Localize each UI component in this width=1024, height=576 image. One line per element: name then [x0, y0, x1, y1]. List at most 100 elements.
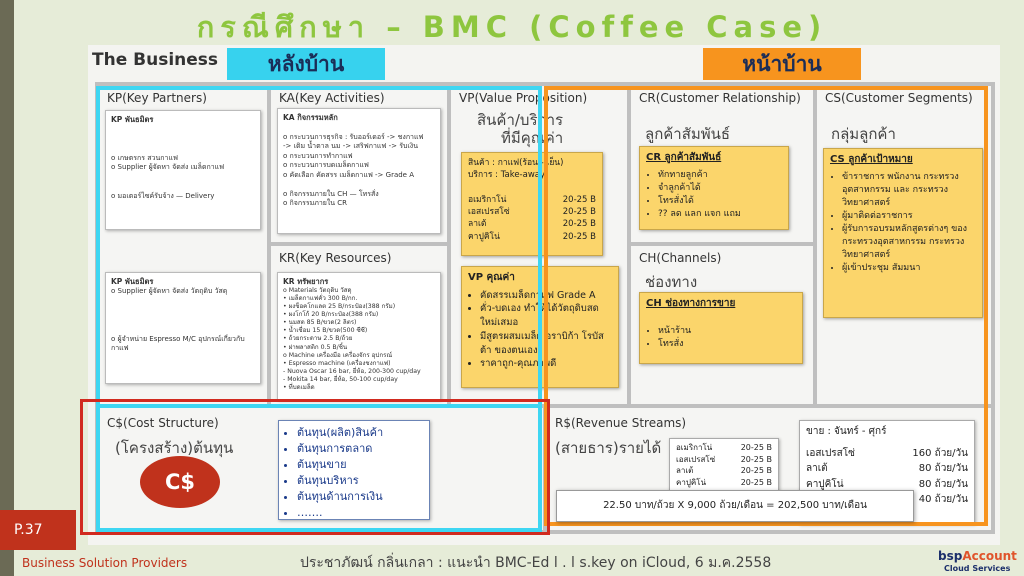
list-item: • Espresso machine (เครื่องชงกาแฟ)	[283, 359, 391, 367]
list-item: ทักทายลูกค้า	[658, 169, 782, 182]
back-office-zone-cost	[96, 404, 542, 532]
cell-customer-relationship: CR(Customer Relationship) ลูกค้าสัมพันธ์…	[631, 86, 813, 242]
front-office-zone	[544, 86, 988, 526]
cell-title: CR(Customer Relationship)	[639, 91, 801, 105]
list-item: ผู้มาติดต่อราชการ	[842, 210, 976, 223]
list-item: …….	[297, 505, 423, 521]
list-item: ?? ลด แลก แจก แถม	[658, 208, 782, 221]
price-row: อเมริกาโน่20-25 B	[676, 443, 772, 452]
box-head: KP พันธมิตร	[111, 277, 154, 286]
product-row: เอสเปรสโซ่20-25 B	[468, 206, 596, 217]
sales-row: 40 ถ้วย/วัน	[918, 494, 968, 505]
list-item: o มอเตอร์ไซค์รับจ้าง — Delivery	[111, 191, 215, 200]
cell-key-partners: KP(Key Partners) KP พันธมิตร o เกษตรกร ส…	[99, 86, 267, 404]
cell-customer-segments: CS(Customer Segments) กลุ่มลูกค้า CS ลูก…	[817, 86, 991, 404]
list-item: • ถ้วยกระดาษ 2.5 B/ถ้วย	[283, 335, 353, 343]
price-row: คาปูคิโน่20-25 B	[676, 477, 772, 487]
back-office-zone	[96, 86, 542, 408]
kp-box-1: KP พันธมิตร o เกษตรกร สวนกาแฟ o Supplier…	[105, 110, 261, 230]
slide-title: กรณีศึกษา – BMC (Coffee Case)	[196, 10, 828, 44]
page-number-badge: P.37	[0, 510, 76, 550]
canvas-title: The Business	[92, 50, 219, 70]
cell-title: KR(Key Resources)	[279, 251, 392, 265]
cell-title: C$(Cost Structure)	[107, 416, 219, 430]
cs-big-label: กลุ่มลูกค้า	[831, 125, 896, 143]
product-row: คาปูคิโน่20-25 B	[468, 231, 596, 242]
list-item: ต้นทุนบริหาร	[297, 473, 423, 489]
list-item: ราคาถูก-คุณภาพดี	[480, 357, 612, 371]
box-head: CR ลูกค้าสัมพันธ์	[646, 152, 722, 163]
cell-key-resources: KR(Key Resources) KR ทรัพยากร o Material…	[271, 246, 447, 404]
list-item: ผู้รับการอบรมหลักสูตรต่างๆ ของ กระทรวงอุ…	[842, 223, 976, 262]
list-item: ต้นทุนขาย	[297, 457, 423, 473]
cost-list-box: ต้นทุน(ผลิต)สินค้า ต้นทุนการตลาด ต้นทุนข…	[278, 420, 430, 520]
cell-title: KA(Key Activities)	[279, 91, 385, 105]
list-item: หน้าร้าน	[658, 325, 796, 338]
cell-title: CS(Customer Segments)	[825, 91, 973, 105]
list-item: โทรสั่งได้	[658, 195, 782, 208]
list-item: o คัดเลือก คัดสรร เมล็ดกาแฟ -> Grade A	[283, 170, 415, 179]
list-item: o กิจกรรมภายใน CR	[283, 198, 348, 207]
list-item: -> เติม น้ำตาล นม -> เสริฟกาแฟ -> รับเงิ…	[283, 142, 418, 151]
footer-company: Business Solution Providers	[22, 556, 188, 570]
list-item: ผู้เข้าประชุม สัมมนา	[842, 262, 976, 275]
list-item: • ผงโกโก้ 20 B/กระป๋อง(388 กรัม)	[283, 311, 379, 319]
list-item: ต้นทุนด้านการเงิน	[297, 489, 423, 505]
cr-box: CR ลูกค้าสัมพันธ์ ทักทายลูกค้า จำลูกค้าไ…	[639, 146, 789, 230]
list-item: ต้นทุนการตลาด	[297, 441, 423, 457]
list-item: o Supplier ผู้จัดหา จัดส่ง วัตถุดิบ วัสด…	[111, 287, 228, 296]
ch-box: CH ช่องทางการขาย หน้าร้าน โทรสั่ง	[639, 292, 803, 364]
cell-title: R$(Revenue Streams)	[555, 416, 687, 430]
sales-head: ขาย : จันทร์ - ศุกร์	[806, 426, 887, 437]
rev-price-box: อเมริกาโน่20-25 B เอสเปรสโซ่20-25 B ลาเต…	[669, 438, 779, 498]
revenue-calculation: 22.50 บาท/ถ้วย X 9,000 ถ้วย/เดือน = 202,…	[556, 490, 914, 522]
list-item: o Materials วัตถุดิบ วัสดุ	[283, 287, 352, 295]
vp-products-box: สินค้า : กาแฟ(ร้อน - เย็น) บริการ : Take…	[461, 152, 603, 256]
cell-title: CH(Channels)	[639, 251, 722, 265]
cell-channels: CH(Channels) ช่องทาง CH ช่องทางการขาย หน…	[631, 246, 813, 404]
cell-title: VP(Value Proposition)	[459, 91, 588, 105]
cell-title: KP(Key Partners)	[107, 91, 207, 105]
list-item: • ฝาพลาสติก 0.5 B/ชิ้น	[283, 343, 348, 351]
cost-highlight-frame	[80, 399, 550, 535]
rev-sales-box: ขาย : จันทร์ - ศุกร์ เอสเปรสโซ่160 ถ้วย/…	[799, 420, 975, 524]
box-head: KA กิจกรรมหลัก	[283, 113, 338, 122]
list-item: o Supplier ผู้จัดหา จัดส่ง เมล็ดกาแฟ	[111, 163, 225, 172]
vp-line: บริการ : Take-away	[468, 170, 546, 181]
list-item: - Mokita 14 bar, ยี่ห้อ, 50-100 cup/day	[283, 375, 398, 383]
sales-row: ลาเต้80 ถ้วย/วัน	[806, 463, 968, 474]
box-head: CS ลูกค้าเป้าหมาย	[830, 154, 913, 165]
sales-row: เอสเปรสโซ่160 ถ้วย/วัน	[806, 447, 968, 459]
list-item: ข้าราชการ พนักงาน กระทรวงอุตสาหกรรม และ …	[842, 171, 976, 210]
product-row: ลาเต้20-25 B	[468, 219, 596, 230]
list-item: จำลูกค้าได้	[658, 182, 782, 195]
cs-box: CS ลูกค้าเป้าหมาย ข้าราชการ พนักงาน กระท…	[823, 148, 983, 318]
box-head: CH ช่องทางการขาย	[646, 298, 736, 309]
list-item: o กระบวนการธุรกิจ : รับออร์เดอร์ -> ชงกา…	[283, 132, 424, 141]
list-item: o Machine เครื่องมือ เครื่องจักร อุปกรณ์	[283, 351, 393, 359]
ch-big-label: ช่องทาง	[645, 273, 698, 291]
list-item: • เมล็ดกาแฟคั่ว 300 B/กก.	[283, 295, 358, 303]
cell-key-activities: KA(Key Activities) KA กิจกรรมหลัก o กระบ…	[271, 86, 447, 242]
cost-big-label: (โครงสร้าง)ต้นทุน	[115, 439, 234, 457]
sales-row: คาปูคิโน่80 ถ้วย/วัน	[806, 478, 968, 490]
price-row: เอสเปรสโซ่20-25 B	[676, 454, 772, 464]
list-item: โทรสั่ง	[658, 338, 796, 351]
list-item: o เกษตรกร สวนกาแฟ	[111, 153, 178, 162]
product-row: อเมริกาโน่20-25 B	[468, 194, 596, 205]
list-item: o กระบวนการทำกาแฟ	[283, 151, 353, 160]
company-logo: bspAccount	[938, 549, 1017, 563]
list-item: • น้ำเชื่อม 15 B/ขวด(500 ซีซี)	[283, 327, 368, 335]
list-item: o ผู้จำหน่าย Espresso M/C อุปกรณ์เกี่ยวก…	[111, 334, 245, 353]
company-logo-subtitle: Cloud Services	[944, 564, 1011, 573]
ka-box: KA กิจกรรมหลัก o กระบวนการธุรกิจ : รับออ…	[277, 108, 441, 234]
price-row: ลาเต้20-25 B	[676, 466, 772, 476]
box-head: KP พันธมิตร	[111, 115, 154, 124]
list-item: • ผงช็อคโกแลต 25 B/กระป๋อง(388 กรัม)	[283, 303, 396, 311]
list-item: ต้นทุน(ผลิต)สินค้า	[297, 425, 423, 441]
footer-credit: ประชาภัฒน์ กลิ่นเกลา : แนะนำ BMC-Ed l . …	[300, 555, 772, 571]
cr-big-label: ลูกค้าสัมพันธ์	[645, 125, 731, 143]
list-item: - Nuova Oscar 16 bar, ยี่ห้อ, 200-300 cu…	[283, 367, 421, 375]
left-accent-bar	[0, 0, 14, 576]
front-office-tag: หน้าบ้าน	[703, 48, 861, 80]
